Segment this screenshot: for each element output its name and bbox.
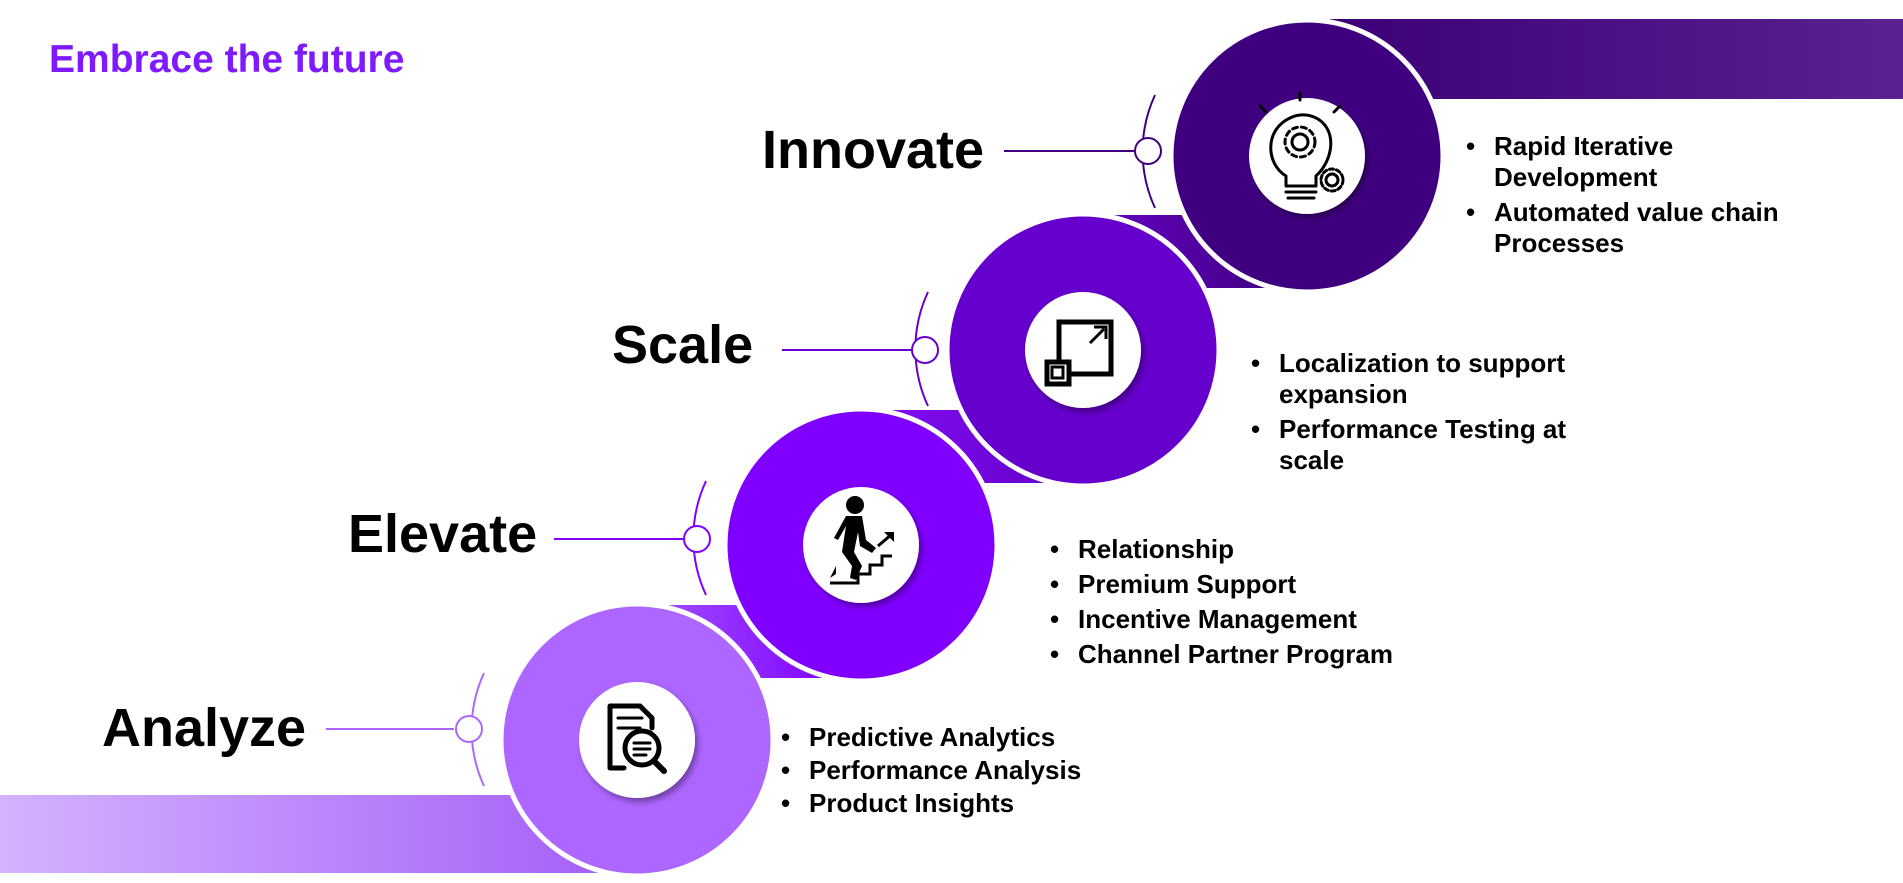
step-label-innovate: Innovate (762, 120, 985, 180)
list-item: Rapid Iterative Development (1466, 131, 1826, 193)
list-item: Predictive Analytics (781, 722, 1201, 753)
list-item: Performance Analysis (781, 755, 1201, 786)
bullet-list-analyze: Predictive Analytics Performance Analysi… (781, 722, 1201, 823)
step-label-analyze: Analyze (102, 698, 307, 758)
page-title: Embrace the future (49, 38, 405, 81)
resize-expand-icon (1044, 319, 1114, 387)
step-label-elevate: Elevate (348, 504, 538, 564)
node-scale (911, 336, 939, 364)
list-item: Relationship (1050, 534, 1490, 565)
bullet-list-elevate: Relationship Premium Support Incentive M… (1050, 534, 1490, 674)
icon-disc-analyze (579, 682, 695, 798)
step-label-scale: Scale (612, 315, 754, 375)
bullet-list-innovate: Rapid Iterative Development Automated va… (1466, 131, 1826, 263)
list-item: Localization to support expansion (1251, 348, 1611, 410)
list-item: Product Insights (781, 788, 1201, 819)
bullet-list-scale: Localization to support expansion Perfor… (1251, 348, 1611, 480)
node-innovate (1134, 137, 1162, 165)
icon-disc-scale (1025, 292, 1141, 408)
list-item: Premium Support (1050, 569, 1490, 600)
list-item: Automated value chain Processes (1466, 197, 1826, 259)
list-item: Channel Partner Program (1050, 639, 1490, 670)
document-search-icon (607, 703, 667, 774)
list-item: Performance Testing at scale (1251, 414, 1611, 476)
person-climbing-stairs-icon (830, 496, 894, 585)
lightbulb-gears-icon (1258, 91, 1345, 200)
node-analyze (455, 715, 483, 743)
list-item: Incentive Management (1050, 604, 1490, 635)
node-elevate (683, 525, 711, 553)
